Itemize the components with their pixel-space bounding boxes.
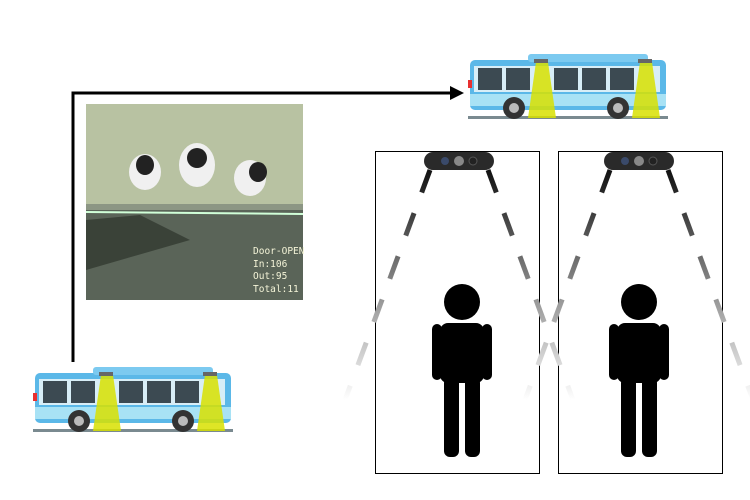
camera-sensor-icon — [603, 151, 675, 171]
out-count: Out:95 — [253, 271, 288, 282]
total-count: Total:11 — [253, 283, 299, 295]
sensor-camera-photo — [85, 104, 304, 300]
bus-icon — [33, 367, 233, 432]
bus-icon — [468, 54, 668, 119]
in-count: In:106 — [253, 258, 288, 270]
camera-sensor-icon — [423, 151, 495, 171]
arrow-icon — [71, 86, 464, 362]
sensor-field-of-view — [342, 169, 750, 401]
door-status: Door-OPEN — [253, 246, 305, 257]
